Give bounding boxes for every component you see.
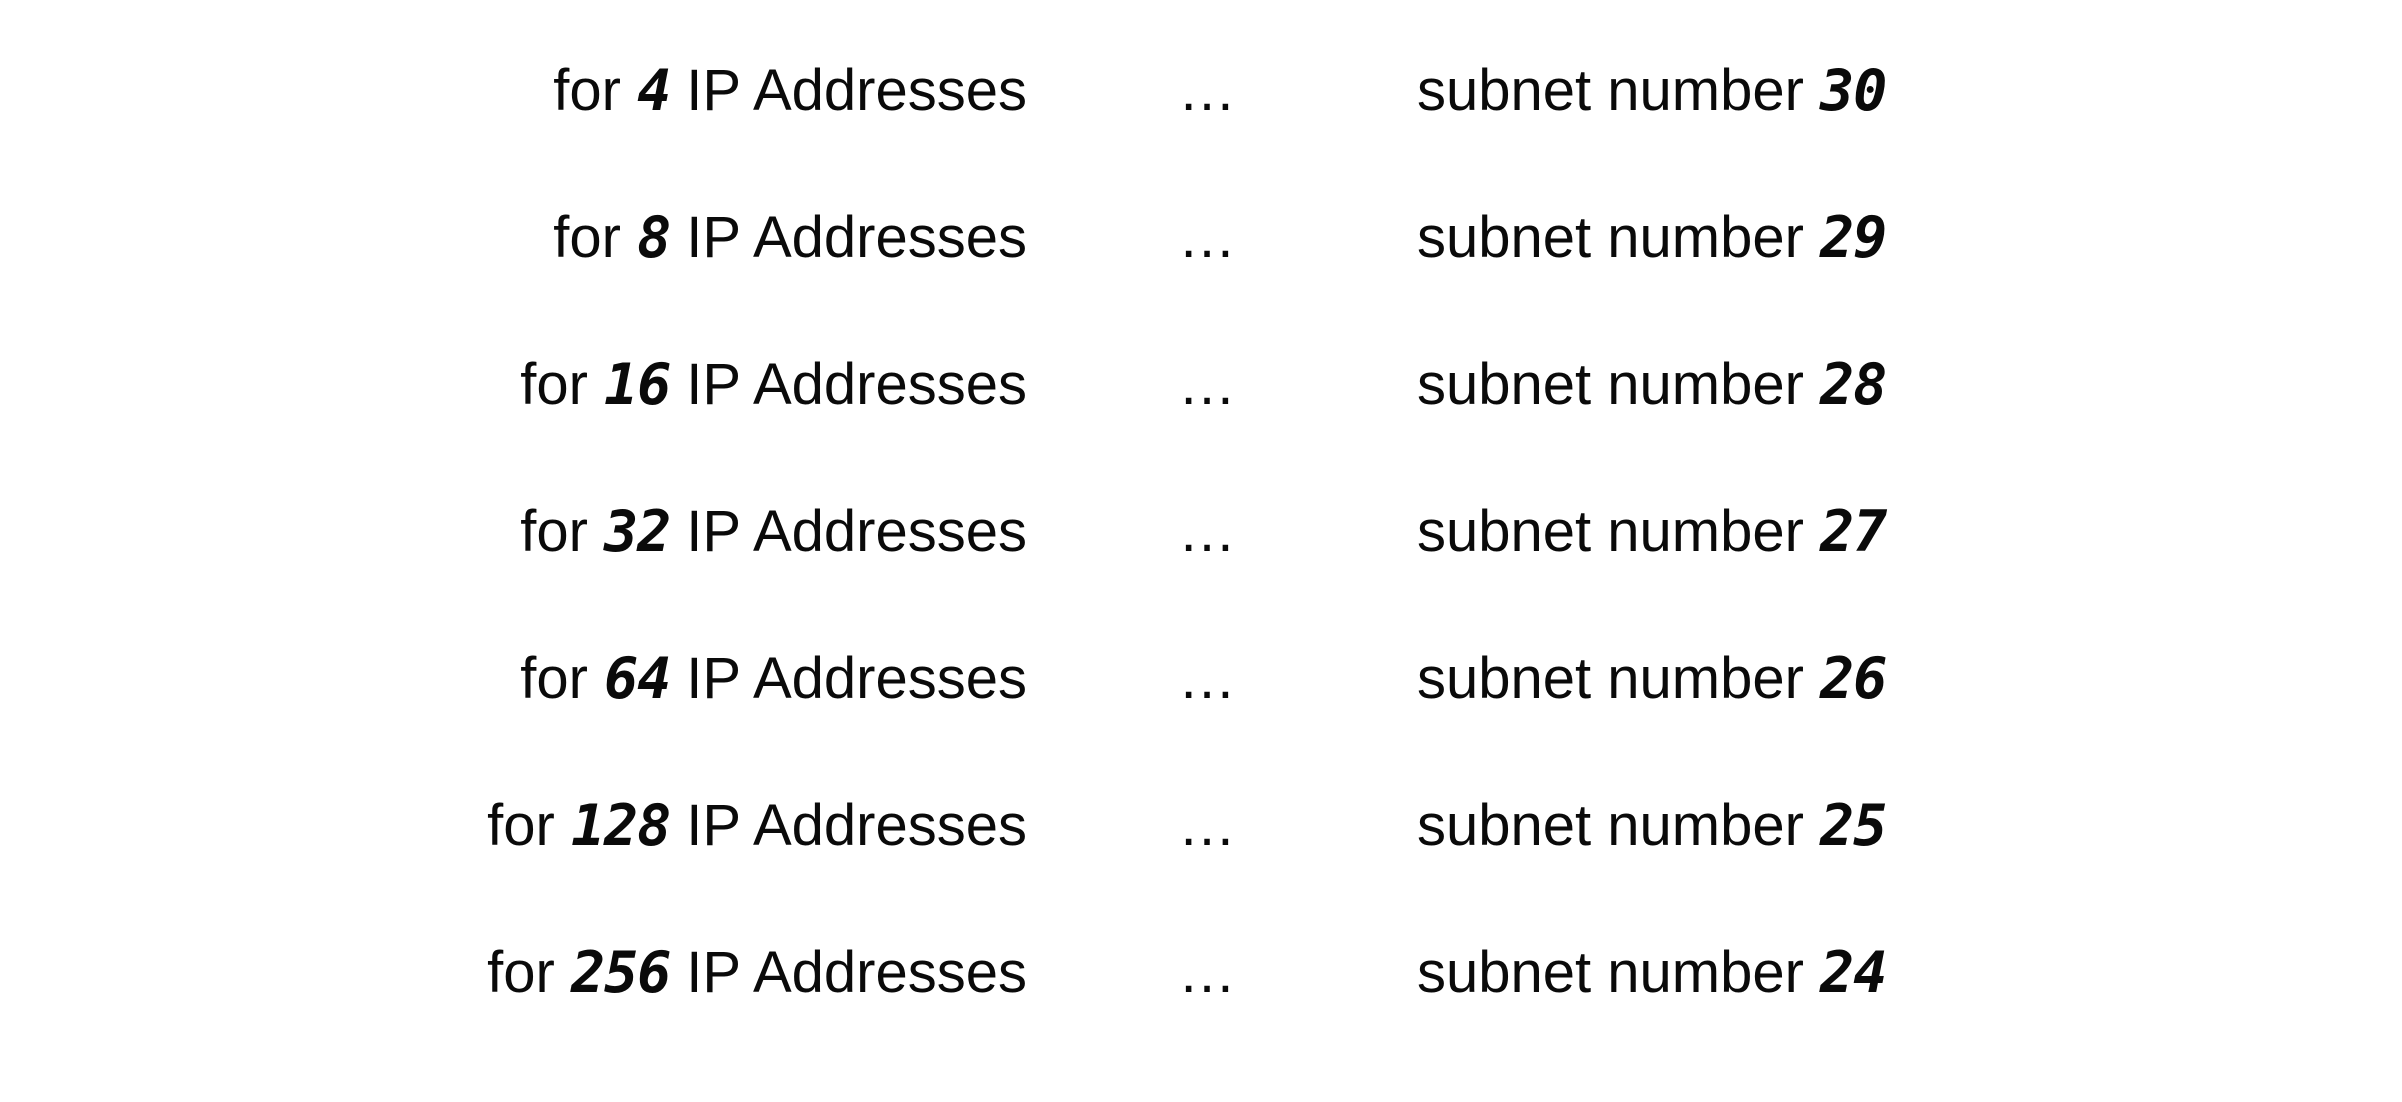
ip-count-value: 16 [604,351,671,418]
subnet-table: for 4 IP Addresses … subnet number 30 fo… [0,17,2402,1046]
ellipsis-separator: … [1178,204,1236,270]
row-left-suffix: IP Addresses [686,204,1027,270]
row-left-prefix: for [553,204,621,270]
subnet-number-value: 24 [1820,939,1887,1006]
subnet-cell: subnet number 30 [1387,61,2402,120]
table-row: for 128 IP Addresses … subnet number 25 [0,752,2402,899]
table-row: for 256 IP Addresses … subnet number 24 [0,899,2402,1046]
subnet-cell: subnet number 25 [1387,796,2402,855]
subnet-number-value: 27 [1820,498,1887,565]
subnet-cell: subnet number 27 [1387,502,2402,561]
row-left-prefix: for [487,939,555,1005]
ip-count-cell: for 16 IP Addresses [0,355,1027,414]
ip-count-value: 32 [604,498,671,565]
ellipsis-separator: … [1178,57,1236,123]
ip-count-cell: for 32 IP Addresses [0,502,1027,561]
ip-count-value: 256 [570,939,671,1006]
ip-count-cell: for 256 IP Addresses [0,943,1027,1002]
subnet-cell: subnet number 29 [1387,208,2402,267]
table-row: for 4 IP Addresses … subnet number 30 [0,17,2402,164]
subnet-cell: subnet number 28 [1387,355,2402,414]
ip-count-cell: for 128 IP Addresses [0,796,1027,855]
ip-count-cell: for 8 IP Addresses [0,208,1027,267]
ip-count-value: 64 [604,645,671,712]
row-left-prefix: for [520,498,588,564]
table-row: for 16 IP Addresses … subnet number 28 [0,311,2402,458]
ellipsis-separator: … [1178,645,1236,711]
ellipsis-separator: … [1178,498,1236,564]
row-right-prefix: subnet number [1417,351,1804,417]
row-right-prefix: subnet number [1417,498,1804,564]
ellipsis-separator: … [1178,939,1236,1005]
subnet-number-value: 26 [1820,645,1887,712]
row-right-prefix: subnet number [1417,645,1804,711]
row-right-prefix: subnet number [1417,57,1804,123]
subnet-cell: subnet number 26 [1387,649,2402,708]
table-row: for 64 IP Addresses … subnet number 26 [0,605,2402,752]
subnet-number-value: 30 [1820,57,1887,124]
ellipsis-separator: … [1178,351,1236,417]
row-left-suffix: IP Addresses [686,351,1027,417]
row-right-prefix: subnet number [1417,939,1804,1005]
subnet-number-value: 29 [1820,204,1887,271]
table-row: for 8 IP Addresses … subnet number 29 [0,164,2402,311]
ellipsis-separator: … [1178,792,1236,858]
subnet-number-value: 25 [1820,792,1887,859]
ip-count-cell: for 4 IP Addresses [0,61,1027,120]
ip-count-value: 4 [637,57,671,124]
row-left-suffix: IP Addresses [686,498,1027,564]
ip-count-value: 128 [570,792,671,859]
ip-count-value: 8 [637,204,671,271]
row-left-prefix: for [520,351,588,417]
subnet-number-value: 28 [1820,351,1887,418]
ip-count-cell: for 64 IP Addresses [0,649,1027,708]
table-row: for 32 IP Addresses … subnet number 27 [0,458,2402,605]
row-left-suffix: IP Addresses [686,939,1027,1005]
row-right-prefix: subnet number [1417,204,1804,270]
row-left-prefix: for [553,57,621,123]
row-left-suffix: IP Addresses [686,57,1027,123]
subnet-cell: subnet number 24 [1387,943,2402,1002]
row-left-suffix: IP Addresses [686,645,1027,711]
row-left-prefix: for [520,645,588,711]
row-left-prefix: for [487,792,555,858]
row-right-prefix: subnet number [1417,792,1804,858]
row-left-suffix: IP Addresses [686,792,1027,858]
